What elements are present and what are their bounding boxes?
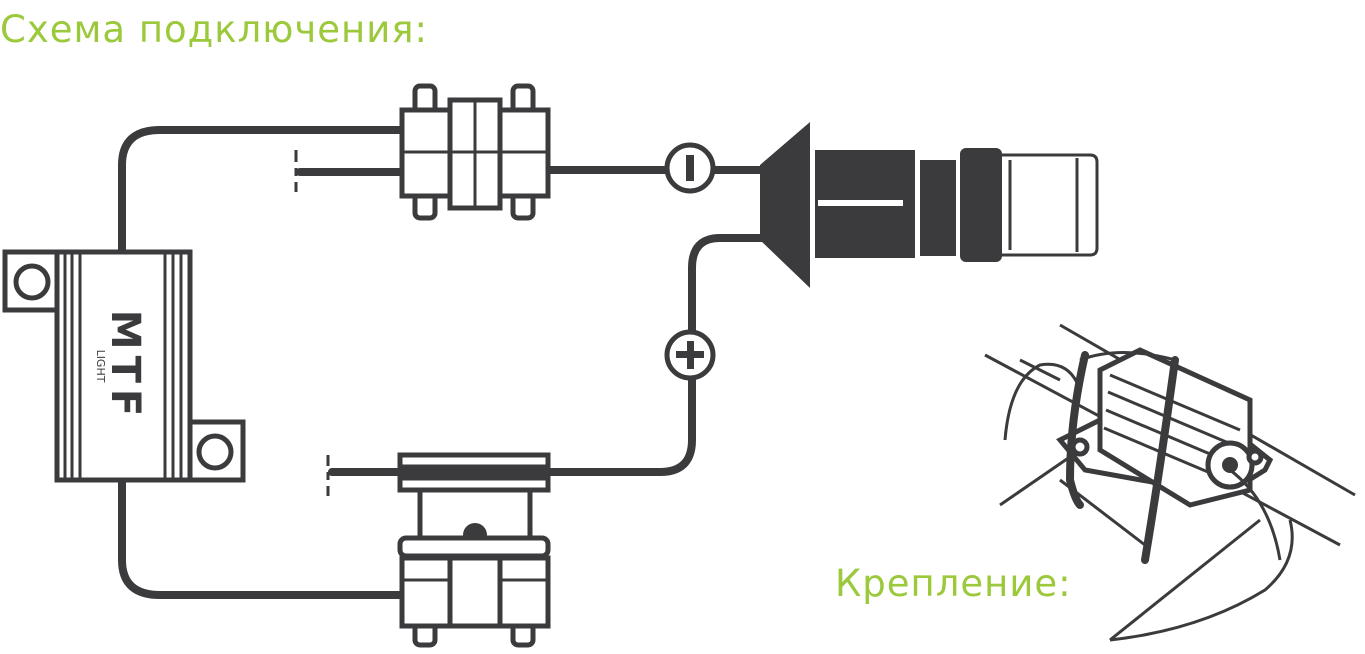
diagram-title: Схема подключения: <box>0 8 428 51</box>
mounting-title: Крепление: <box>835 562 1072 605</box>
minus-terminal-icon <box>664 142 716 194</box>
bulb-icon <box>760 122 1099 288</box>
plus-terminal-icon <box>664 329 716 381</box>
top-connector <box>399 83 551 221</box>
resistor-logo-sub: LIGHT <box>94 350 107 383</box>
resistor-logo: MTF <box>102 310 148 422</box>
mounting-illustration <box>984 323 1356 642</box>
load-resistor: MTF LIGHT <box>2 249 246 483</box>
bottom-connector <box>397 452 551 648</box>
